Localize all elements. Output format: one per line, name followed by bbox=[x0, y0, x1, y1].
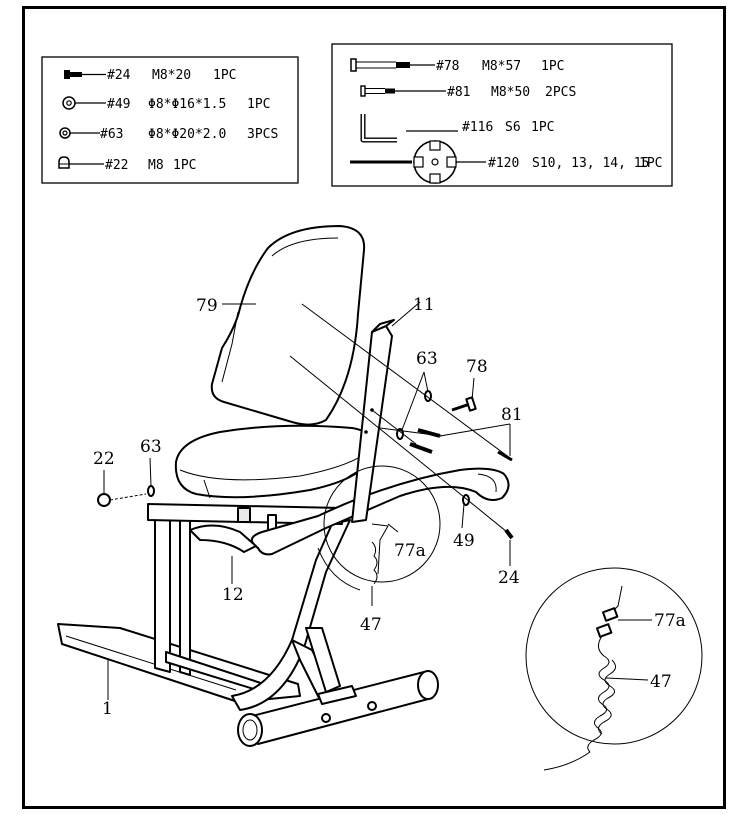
detail-callout-77a: 77a bbox=[654, 611, 686, 631]
washer-63-left bbox=[147, 485, 155, 497]
hw-code: #24 bbox=[107, 68, 131, 83]
hw-qty: 1PC bbox=[541, 59, 564, 74]
callout-11: 11 bbox=[413, 295, 435, 315]
callout-24: 24 bbox=[498, 568, 520, 588]
callout-49: 49 bbox=[453, 531, 475, 551]
hw-qty: 1PC bbox=[173, 158, 196, 173]
nut-22 bbox=[97, 493, 147, 507]
detail-callout-47: 47 bbox=[650, 672, 672, 692]
handlebar bbox=[189, 467, 510, 556]
detail-circle-large bbox=[525, 567, 703, 745]
stabilizer-tube bbox=[237, 670, 439, 747]
nut-icon bbox=[58, 156, 104, 169]
callout-79: 79 bbox=[196, 296, 218, 316]
hw-spec: M8*20 bbox=[152, 68, 191, 83]
hw-qty: 1PC bbox=[213, 68, 236, 83]
callout-63-left: 63 bbox=[140, 437, 162, 457]
base-frame bbox=[57, 507, 301, 703]
long-bolt-icon bbox=[350, 58, 435, 72]
hardware-item-116: #116 S6 1PC bbox=[360, 114, 554, 143]
cable-detail-view bbox=[525, 567, 703, 771]
hw-qty: 3PCS bbox=[247, 127, 278, 142]
hw-spec: M8*57 bbox=[482, 59, 521, 74]
hardware-item-24: #24 M8*20 1PC bbox=[64, 68, 236, 83]
callout-labels: 79 11 63 78 81 22 63 77a 49 12 47 24 1 7… bbox=[93, 295, 686, 719]
bolt-icon bbox=[64, 70, 106, 79]
hw-qty: 2PCS bbox=[545, 85, 576, 100]
hw-qty: 1PC bbox=[639, 156, 662, 171]
callout-78: 78 bbox=[466, 357, 488, 377]
leader-lines bbox=[103, 301, 511, 700]
hw-code: #63 bbox=[100, 127, 123, 142]
bolts-81 bbox=[409, 428, 513, 462]
callout-1: 1 bbox=[102, 699, 113, 719]
callout-63-right: 63 bbox=[416, 349, 438, 369]
washer-icon bbox=[62, 96, 106, 110]
bolt-icon bbox=[360, 85, 446, 97]
diagram-frame bbox=[22, 6, 726, 809]
seat-rail bbox=[147, 503, 343, 532]
callout-81: 81 bbox=[501, 405, 523, 425]
hardware-item-22: #22 M8 1PC bbox=[58, 156, 196, 173]
washer-icon bbox=[59, 127, 100, 139]
sensor-cable bbox=[317, 523, 389, 591]
callout-22: 22 bbox=[93, 449, 115, 469]
hw-code: #78 bbox=[436, 59, 459, 74]
hw-qty: 1PC bbox=[531, 120, 554, 135]
hardware-item-63: #63 Φ8*Φ20*2.0 3PCS bbox=[59, 127, 278, 142]
hardware-item-49: #49 Φ8*Φ16*1.5 1PC bbox=[62, 96, 270, 112]
hardware-item-120: #120 S10, 13, 14, 15 1PC bbox=[350, 140, 662, 184]
hw-spec: M8 bbox=[148, 158, 164, 173]
hw-code: #120 bbox=[488, 156, 519, 171]
alignment-lines bbox=[289, 303, 513, 537]
seat-cushion bbox=[174, 424, 374, 499]
callout-77a: 77a bbox=[394, 541, 426, 561]
multi-wrench-icon bbox=[350, 140, 486, 184]
hardware-item-81: #81 M8*50 2PCS bbox=[360, 85, 576, 100]
hardware-item-78: #78 M8*57 1PC bbox=[350, 58, 564, 74]
hw-spec: S6 bbox=[505, 120, 521, 135]
detail-circle-small bbox=[323, 465, 441, 583]
hw-spec: Φ8*Φ16*1.5 bbox=[148, 97, 226, 112]
bolt-78 bbox=[451, 396, 477, 412]
hw-code: #116 bbox=[462, 120, 493, 135]
allen-key-icon bbox=[360, 114, 458, 143]
seat-backrest bbox=[210, 225, 366, 426]
hw-code: #81 bbox=[447, 85, 470, 100]
hw-code: #49 bbox=[107, 97, 130, 112]
hw-spec: M8*50 bbox=[491, 85, 530, 100]
hw-qty: 1PC bbox=[247, 97, 270, 112]
main-frame-tube bbox=[231, 519, 351, 711]
hw-code: #22 bbox=[105, 158, 128, 173]
hw-spec: Φ8*Φ20*2.0 bbox=[148, 127, 226, 142]
callout-47: 47 bbox=[360, 615, 382, 635]
hw-spec: S10, 13, 14, 15 bbox=[532, 156, 649, 171]
callout-12: 12 bbox=[222, 585, 244, 605]
hardware-box-left bbox=[41, 56, 299, 184]
